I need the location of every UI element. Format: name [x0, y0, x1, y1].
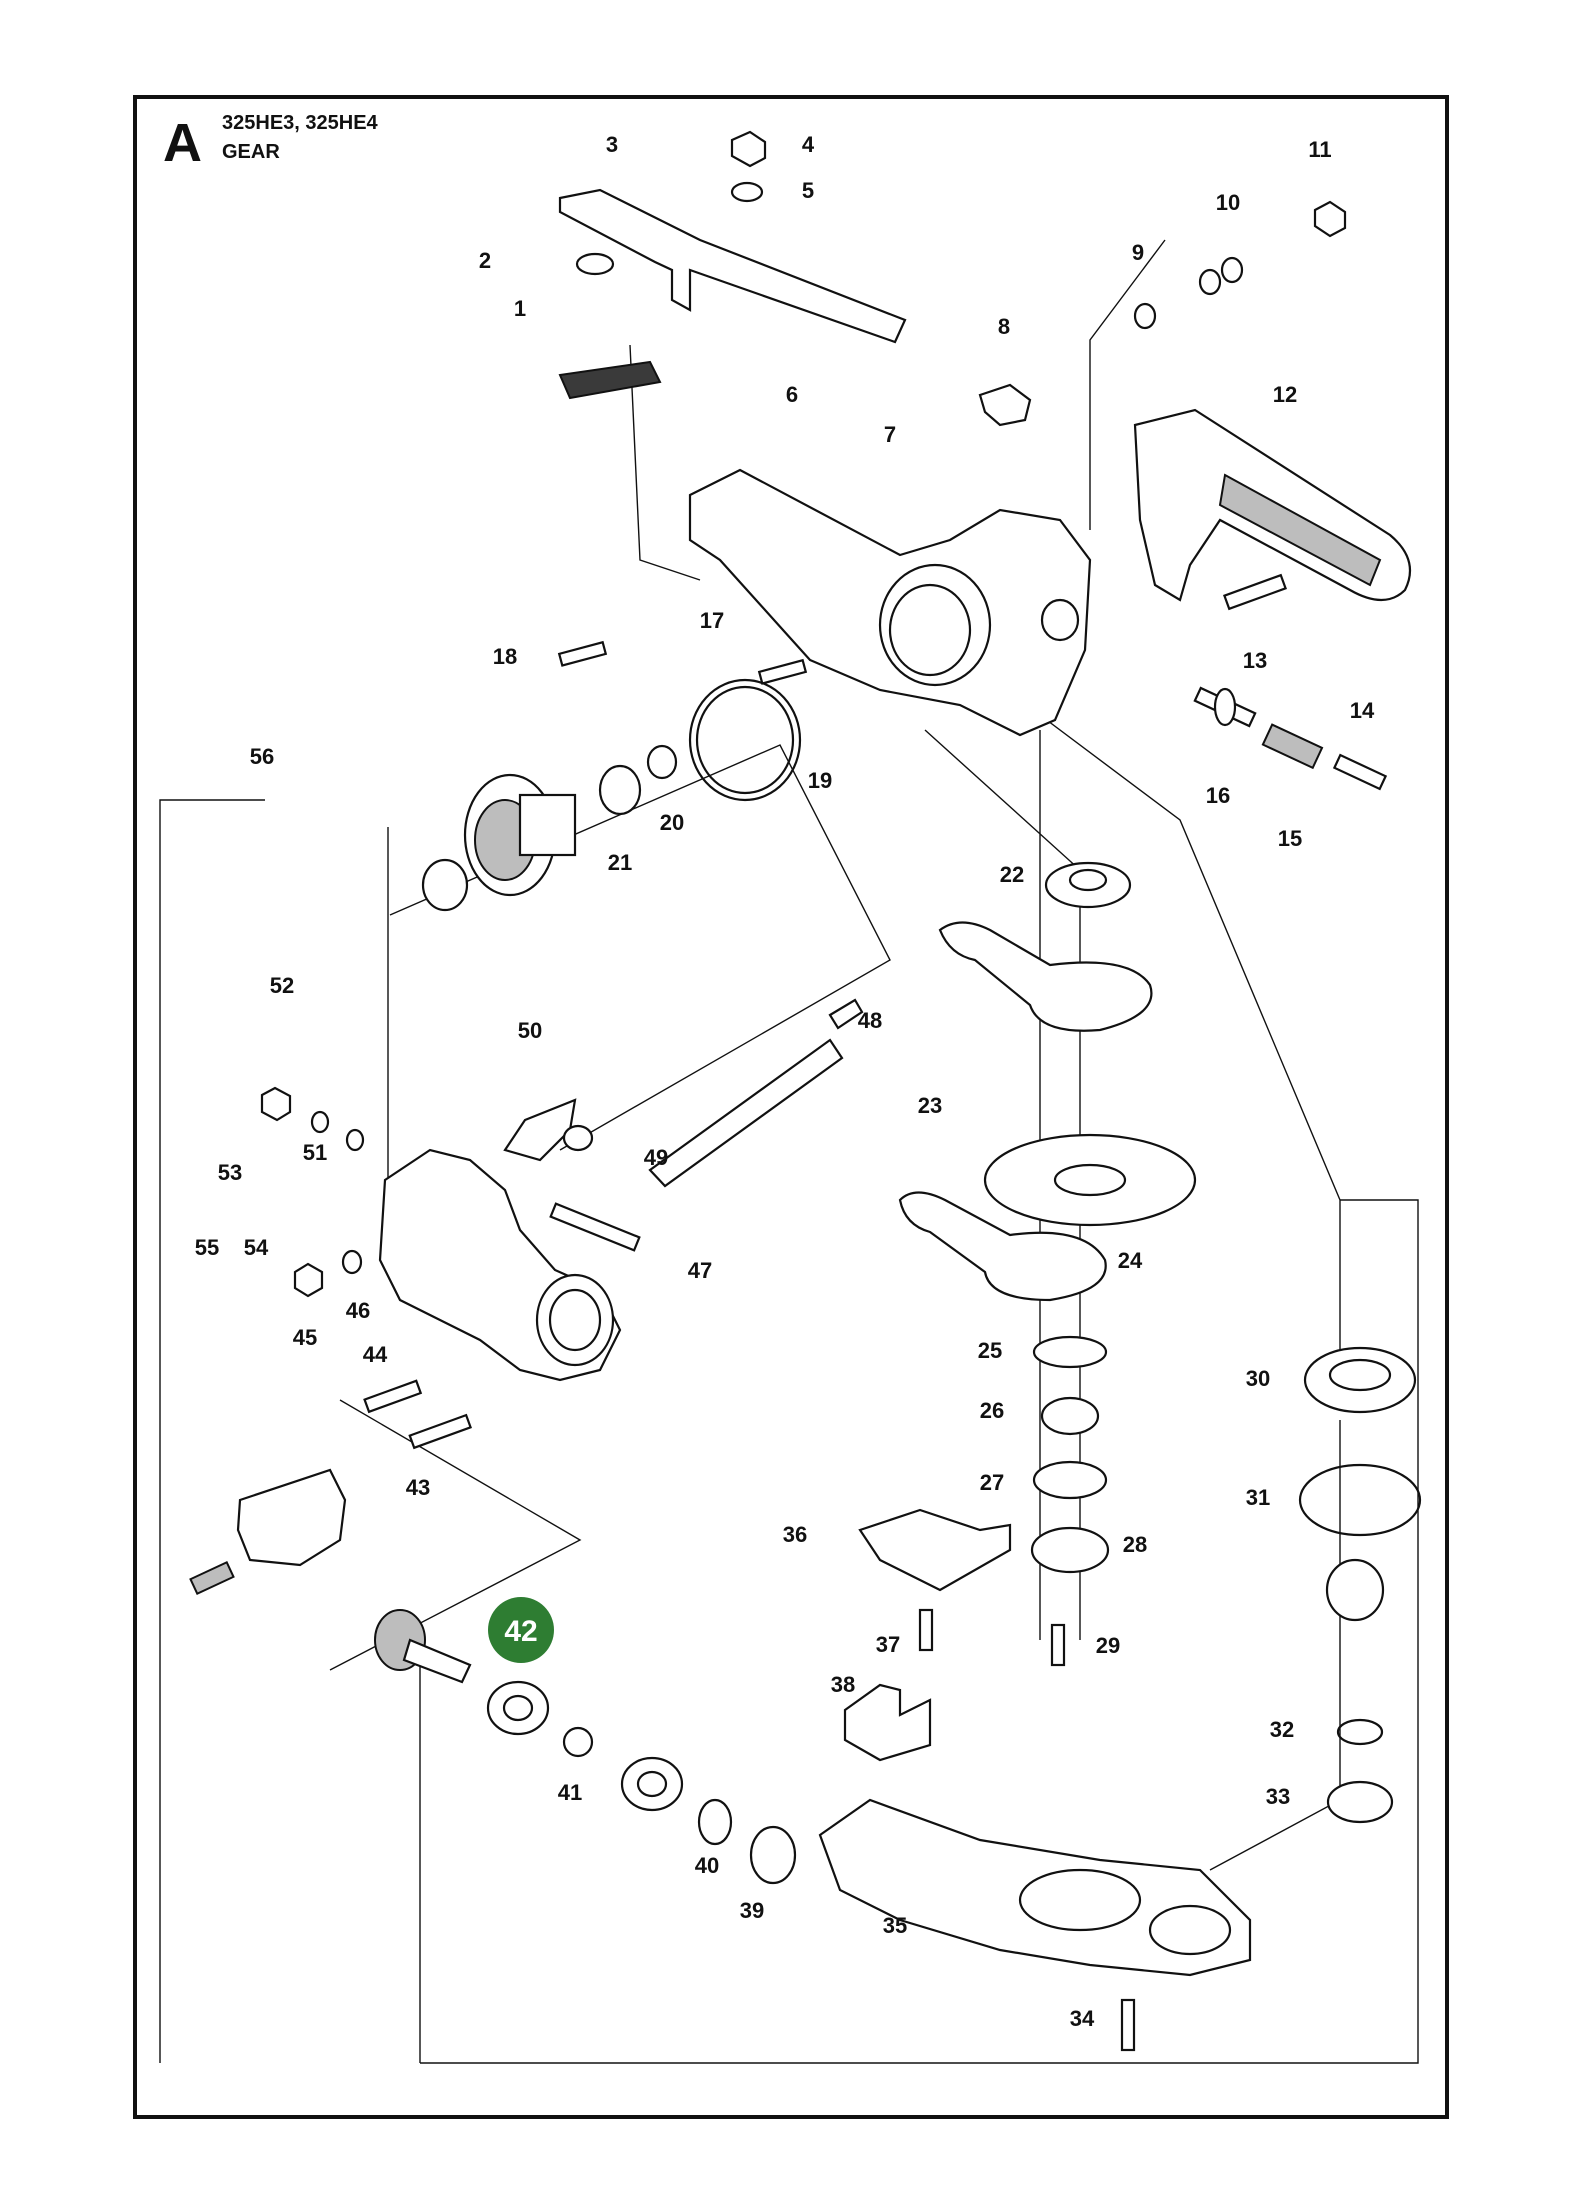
part-nut-45-46 [293, 1249, 363, 1298]
part-cover-54-spring-55 [189, 1468, 347, 1596]
part-number-20[interactable]: 20 [660, 810, 684, 835]
part-number-8[interactable]: 8 [998, 314, 1010, 339]
part-number-38[interactable]: 38 [831, 1672, 855, 1697]
part-number-55[interactable]: 55 [195, 1235, 219, 1260]
part-number-33[interactable]: 33 [1266, 1784, 1290, 1809]
part-number-34[interactable]: 34 [1070, 2006, 1095, 2031]
part-pinion-shaft-39-42 [374, 1609, 797, 1885]
part-number-14[interactable]: 14 [1350, 698, 1375, 723]
part-clip-50 [503, 1098, 577, 1162]
part-block-1 [558, 360, 662, 400]
part-bolt-47 [549, 1202, 641, 1252]
part-number-12[interactable]: 12 [1273, 382, 1297, 407]
part-number-37[interactable]: 37 [876, 1632, 900, 1657]
part-gear-case-53 [378, 1148, 622, 1382]
part-number-2[interactable]: 2 [479, 248, 491, 273]
part-number-40[interactable]: 40 [695, 1853, 719, 1878]
part-number-51[interactable]: 51 [303, 1140, 327, 1165]
part-handle-12 [1133, 408, 1412, 602]
part-number-5[interactable]: 5 [802, 178, 814, 203]
part-bevel-gear-56 [421, 744, 678, 912]
part-base-plate-35 [818, 1798, 1252, 1977]
part-number-50[interactable]: 50 [518, 1018, 542, 1043]
part-number-24[interactable]: 24 [1118, 1248, 1143, 1273]
part-bracket-3 [558, 188, 907, 344]
part-number-26[interactable]: 26 [980, 1398, 1004, 1423]
part-screw-13 [1223, 573, 1287, 611]
part-oring-19 [688, 678, 802, 802]
part-bracket-36-38 [843, 1508, 1136, 2052]
part-number-25[interactable]: 25 [978, 1338, 1002, 1363]
part-number-39[interactable]: 39 [740, 1898, 764, 1923]
diagram-frame [133, 95, 1449, 2119]
part-number-31[interactable]: 31 [1246, 1485, 1270, 1510]
part-plug-8 [978, 383, 1032, 427]
part-number-43[interactable]: 43 [406, 1475, 430, 1500]
highlighted-part-badge[interactable]: 42 [488, 1597, 554, 1663]
part-number-3[interactable]: 3 [606, 132, 618, 157]
part-number-47[interactable]: 47 [688, 1258, 712, 1283]
part-gear-stack-22-28 [898, 861, 1197, 1574]
part-shaft-48 [648, 998, 864, 1188]
part-number-18[interactable]: 18 [493, 644, 517, 669]
part-number-36[interactable]: 36 [783, 1522, 807, 1547]
part-number-27[interactable]: 27 [980, 1470, 1004, 1495]
part-number-53[interactable]: 53 [218, 1160, 242, 1185]
part-number-45[interactable]: 45 [293, 1325, 317, 1350]
part-number-32[interactable]: 32 [1270, 1717, 1294, 1742]
section-title: GEAR [222, 141, 280, 163]
part-number-35[interactable]: 35 [883, 1913, 907, 1938]
part-number-54[interactable]: 54 [244, 1235, 269, 1260]
part-number-19[interactable]: 19 [808, 768, 832, 793]
model-numbers: 325HE3, 325HE4 [222, 112, 378, 134]
part-bolts-43-44 [363, 1379, 472, 1450]
part-number-56[interactable]: 56 [250, 744, 274, 769]
part-pin-14-15-16 [1193, 686, 1388, 791]
part-nut-51-52 [260, 1086, 365, 1152]
part-number-30[interactable]: 30 [1246, 1366, 1270, 1391]
part-number-6[interactable]: 6 [786, 382, 798, 407]
part-number-16[interactable]: 16 [1206, 783, 1230, 808]
part-number-9[interactable]: 9 [1132, 240, 1144, 265]
section-letter: A [163, 113, 202, 173]
part-screws-17-18 [557, 640, 808, 685]
highlight-circle [488, 1597, 554, 1663]
part-number-11[interactable]: 11 [1308, 137, 1331, 162]
part-number-41[interactable]: 41 [558, 1780, 582, 1805]
part-number-22[interactable]: 22 [1000, 862, 1024, 887]
part-number-44[interactable]: 44 [363, 1342, 388, 1367]
part-number-4[interactable]: 4 [802, 132, 815, 157]
part-housing-6 [688, 468, 1092, 737]
part-number-23[interactable]: 23 [918, 1093, 942, 1118]
part-number-17[interactable]: 17 [700, 608, 724, 633]
part-washers-9-10-11 [1133, 200, 1347, 330]
highlight-number: 42 [504, 1615, 537, 1648]
part-number-28[interactable]: 28 [1123, 1532, 1147, 1557]
part-number-48[interactable]: 48 [858, 1008, 882, 1033]
part-number-10[interactable]: 10 [1216, 190, 1240, 215]
part-number-52[interactable]: 52 [270, 973, 294, 998]
part-number-29[interactable]: 29 [1096, 1633, 1120, 1658]
part-number-46[interactable]: 46 [346, 1298, 370, 1323]
part-number-49[interactable]: 49 [644, 1145, 668, 1170]
part-number-15[interactable]: 15 [1278, 826, 1302, 851]
part-number-1[interactable]: 1 [514, 296, 526, 321]
part-washers-2-4-5 [575, 130, 767, 276]
part-washer-49 [562, 1124, 594, 1152]
part-number-21[interactable]: 21 [608, 850, 632, 875]
part-number-13[interactable]: 13 [1243, 648, 1267, 673]
part-bearing-30-33 [1298, 1346, 1422, 1824]
part-number-7[interactable]: 7 [884, 422, 896, 447]
